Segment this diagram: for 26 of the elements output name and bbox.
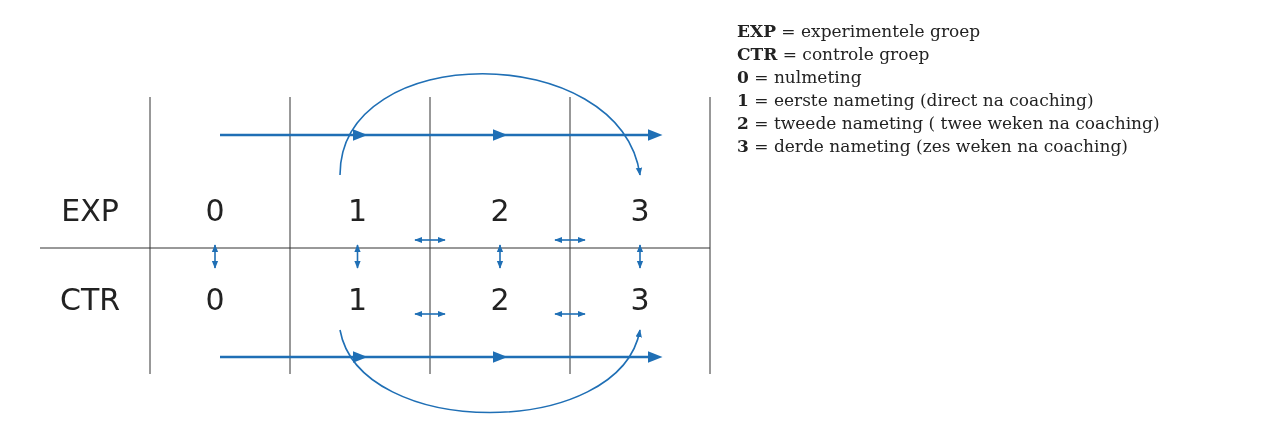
legend-text: CTR = controle groep <box>737 43 931 66</box>
curved-arrow <box>339 329 641 414</box>
measurement-number: 2 <box>490 281 510 317</box>
double-arrow <box>211 244 219 269</box>
legend-text: 2 = tweede nameting ( twee weken na coaching) <box>737 112 1161 135</box>
measurement-number: 1 <box>347 192 368 228</box>
row-label: EXP <box>61 192 119 228</box>
measurement-number: 3 <box>630 192 650 228</box>
row-label: CTR <box>59 281 121 317</box>
double-arrow <box>354 244 361 269</box>
legend-text: 0 = nulmeting <box>737 66 863 89</box>
double-arrow <box>496 244 504 269</box>
double-arrow <box>554 236 586 244</box>
measurement-number: 1 <box>347 281 368 317</box>
measurement-number: 0 <box>205 192 225 228</box>
legend-text: 1 = eerste nameting (direct na coaching) <box>737 89 1095 112</box>
legend-text: EXP = experimentele groep <box>737 20 982 43</box>
double-arrow <box>414 236 446 244</box>
double-arrow <box>554 310 586 318</box>
double-arrow <box>636 244 644 269</box>
measurement-number: 3 <box>630 281 650 317</box>
measurement-number: 0 <box>205 281 225 317</box>
legend-text: 3 = derde nameting (zes weken na coaching) <box>737 135 1129 158</box>
measurement-number: 2 <box>490 192 510 228</box>
double-arrow <box>414 310 446 318</box>
curved-arrow <box>339 72 641 176</box>
